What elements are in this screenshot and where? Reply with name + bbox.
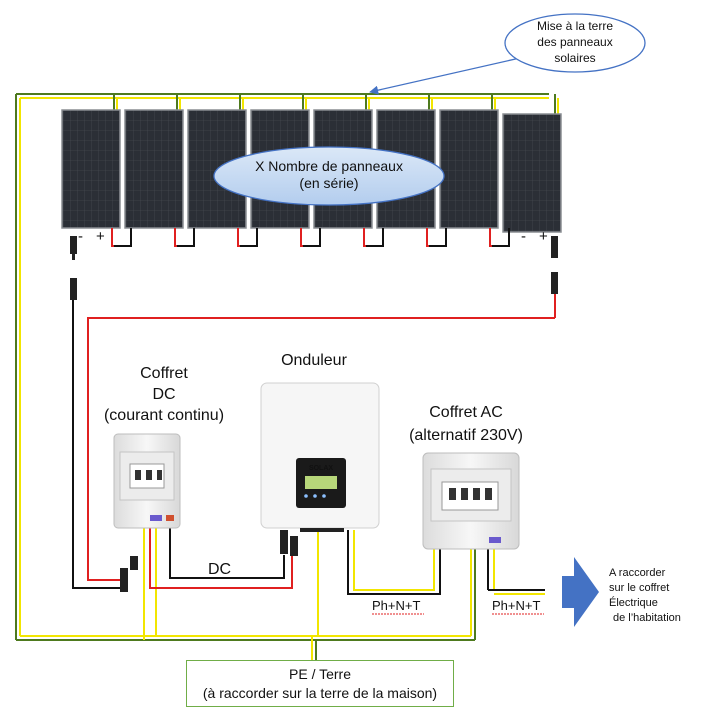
series-jumper-positive <box>363 228 375 247</box>
series-jumper-negative <box>303 228 321 247</box>
ac-box-title-line1: Coffret AC <box>429 404 503 421</box>
panels-count-line1: X Nombre de panneaux <box>255 158 403 174</box>
solar-panel <box>61 109 121 229</box>
ac-box <box>422 452 520 550</box>
pe-box-line2: (à raccorder sur la terre de la maison) <box>202 684 438 701</box>
arrow-note-line2: sur le coffret <box>609 582 669 594</box>
ground-loop <box>15 93 549 660</box>
ground-callout: Mise à la terre des panneaux solaires <box>369 13 646 95</box>
series-wiring <box>111 228 510 247</box>
inverter-brand: SOLAX <box>309 465 333 472</box>
panels-count-callout: X Nombre de panneaux (en série) <box>213 146 445 206</box>
solar-panel <box>439 109 499 229</box>
arrow-note-line1: A raccorder <box>609 567 666 579</box>
pe-box-line1: PE / Terre <box>289 665 351 682</box>
ground-callout-line3: solaires <box>554 51 595 65</box>
series-jumper-positive <box>426 228 438 247</box>
dc-box <box>113 433 181 529</box>
first-panel-plus: + <box>96 228 105 245</box>
arrow-note-line4: de l’habitation <box>613 612 681 624</box>
series-jumper-negative <box>240 228 258 247</box>
series-jumper-positive <box>174 228 186 247</box>
ac-wire-label-2: Ph+N+T <box>492 598 540 613</box>
last-panel-minus: - <box>521 228 526 245</box>
dc-box-title-line2: DC <box>152 386 175 403</box>
series-jumper-negative <box>492 228 510 247</box>
series-jumper-negative <box>177 228 195 247</box>
series-jumper-positive <box>237 228 249 247</box>
arrow-note-line3: Électrique <box>609 596 658 609</box>
series-jumper-positive <box>300 228 312 247</box>
panel-ground-drops <box>113 94 559 114</box>
solar-panel <box>502 113 562 233</box>
dc-box-title-line3: (courant continu) <box>104 407 224 424</box>
ground-callout-line1: Mise à la terre <box>537 19 613 33</box>
dc-box-title-line1: Coffret <box>140 365 188 382</box>
first-panel-minus: - <box>78 228 83 245</box>
ground-callout-line2: des panneaux <box>537 35 612 49</box>
last-panel-plus: + <box>539 228 548 245</box>
right-arrow-icon <box>562 557 599 627</box>
ac-wire-label-1: Ph+N+T <box>372 598 420 613</box>
ac-wiring <box>347 530 545 595</box>
series-jumper-positive <box>111 228 123 247</box>
mc4-connector-right <box>551 236 558 318</box>
series-jumper-positive <box>489 228 501 247</box>
panels-count-line2: (en série) <box>299 175 358 191</box>
pe-ground-box: PE / Terre (à raccorder sur la terre de … <box>186 660 454 707</box>
mc4-connector-left <box>70 236 77 320</box>
ac-box-title-line2: (alternatif 230V) <box>409 427 523 444</box>
dc-wire-label: DC <box>208 561 231 578</box>
solar-panel <box>124 109 184 229</box>
dc-wiring <box>72 317 555 592</box>
inverter: SOLAX <box>260 382 380 532</box>
series-jumper-negative <box>366 228 384 247</box>
series-jumper-negative <box>114 228 132 247</box>
series-jumper-negative <box>429 228 447 247</box>
inverter-title: Onduleur <box>281 352 347 369</box>
